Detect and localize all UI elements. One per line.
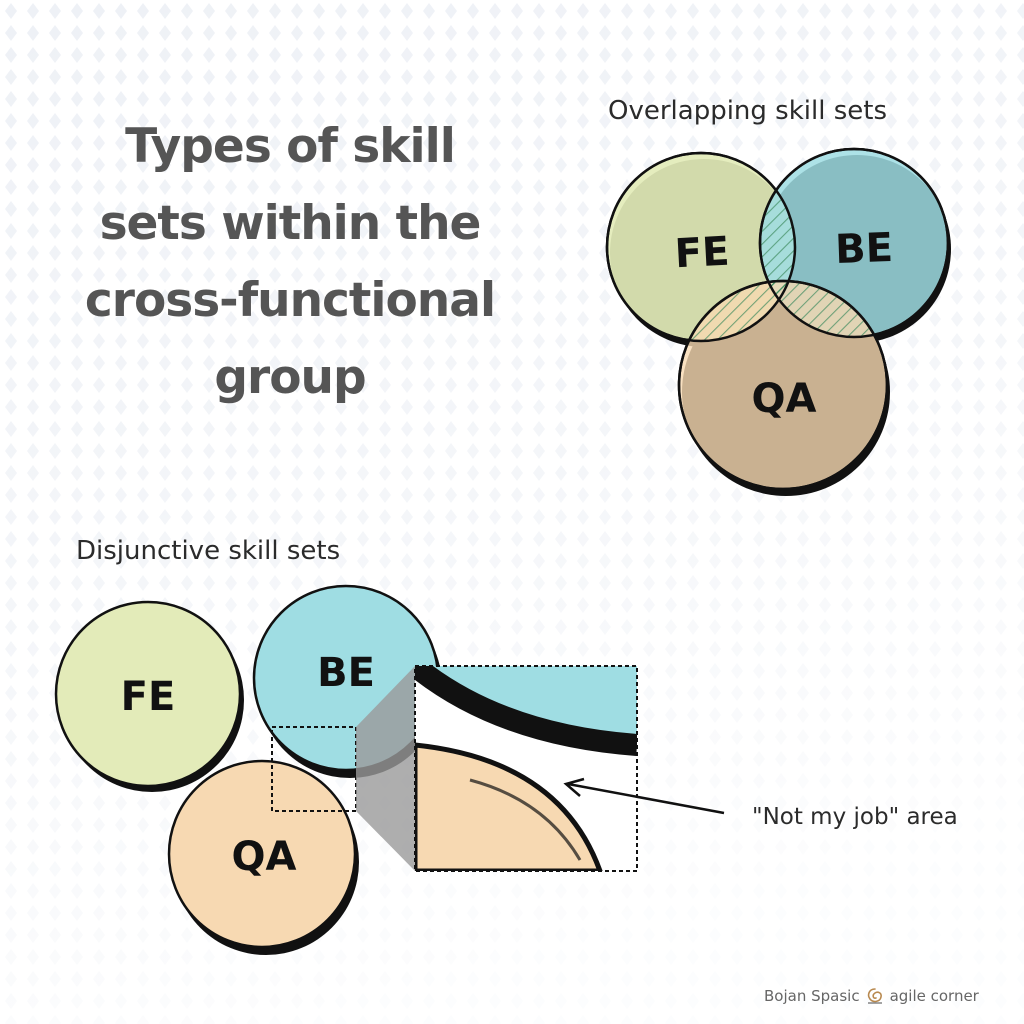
disjoint-circle-fe: [54, 600, 242, 788]
overlap-with-qa: [679, 281, 887, 341]
zoom-inset-frame: [414, 665, 638, 872]
title-line: Types of skill: [125, 119, 456, 174]
venn-label-qa: QA: [752, 376, 817, 422]
disjoint-circle-qa: [167, 759, 357, 949]
zoom-indicator: [271, 665, 638, 872]
disjoint-label-qa: QA: [232, 834, 297, 880]
title-line: sets within the: [99, 196, 482, 251]
agile-corner-logo-icon: [867, 988, 882, 1004]
credit-footer: Bojan Spasic agile corner: [764, 986, 979, 1006]
overlapping-section-title: Overlapping skill sets: [608, 96, 887, 126]
venn-label-fe: FE: [674, 229, 731, 278]
zoom-inset: [415, 666, 637, 871]
disjoint-label-fe: FE: [121, 674, 176, 720]
callout-arrow: [563, 777, 725, 815]
overlapping-venn: FE BE QA: [605, 147, 951, 496]
not-my-job-callout: "Not my job" area: [752, 804, 958, 830]
page-title: Types of skill sets within the cross-fun…: [60, 108, 520, 416]
zoom-shadow: [356, 666, 415, 871]
title-line: cross-functional: [84, 273, 496, 328]
credit-brand: agile corner: [889, 987, 979, 1005]
disjoint-label-be: BE: [317, 650, 375, 696]
venn-label-be: BE: [834, 225, 893, 273]
disjunctive-section-title: Disjunctive skill sets: [76, 536, 341, 566]
title-line: group: [214, 350, 366, 405]
credit-author: Bojan Spasic: [764, 987, 860, 1005]
